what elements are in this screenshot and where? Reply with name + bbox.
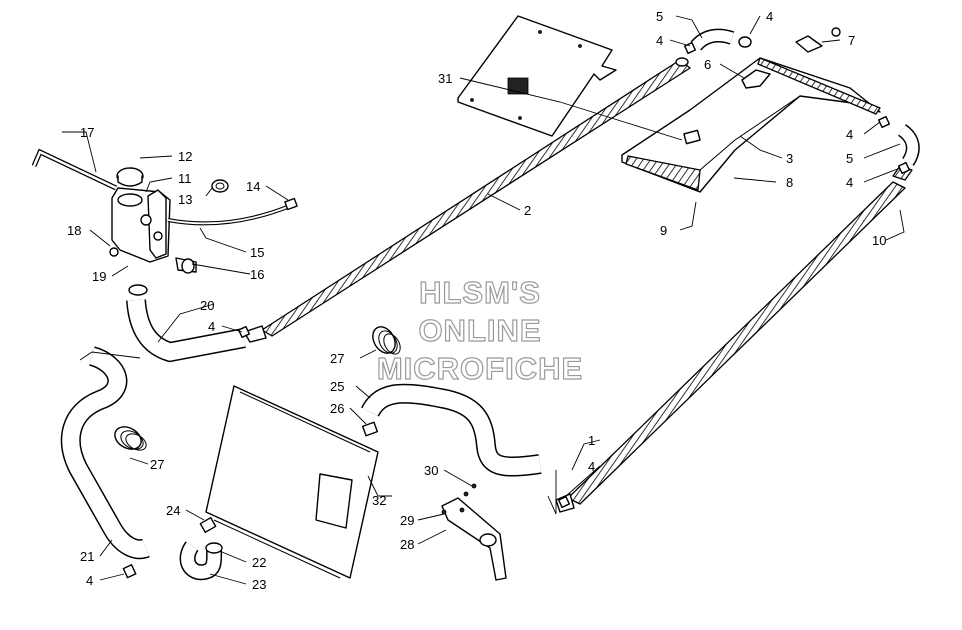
callout-6: 6 xyxy=(704,57,711,72)
callout-25: 25 xyxy=(330,379,344,394)
callout-13: 13 xyxy=(178,192,192,207)
callout-19: 19 xyxy=(92,269,106,284)
hose-23 xyxy=(179,541,223,581)
rear-heat-exchanger-3 xyxy=(621,57,881,193)
callout-18: 18 xyxy=(67,223,81,238)
callout-32: 32 xyxy=(372,493,386,508)
callout-23: 23 xyxy=(252,577,266,592)
coolant-bottle-11 xyxy=(111,187,197,274)
callout-29: 29 xyxy=(400,513,414,528)
callout-3: 3 xyxy=(786,151,793,166)
hose-5-right xyxy=(897,124,920,166)
callout-22: 22 xyxy=(252,555,266,570)
watermark-line-2: ONLINE xyxy=(418,313,541,348)
hose-20 xyxy=(126,284,246,363)
callout-12: 12 xyxy=(178,149,192,164)
callout-26: 26 xyxy=(330,401,344,416)
callout-4-top-right: 4 xyxy=(766,9,773,24)
filler-cap-12 xyxy=(116,167,144,187)
heat-exchanger-1 xyxy=(555,181,906,513)
watermark-line-1: HLSM'S xyxy=(419,275,541,310)
callout-1: 1 xyxy=(588,433,595,448)
callout-15: 15 xyxy=(250,245,264,260)
callout-4-left-hx: 4 xyxy=(208,319,215,334)
callout-28: 28 xyxy=(400,537,414,552)
spring-clamp-27-lower xyxy=(114,426,147,451)
spring-clamp-27-upper xyxy=(372,326,401,355)
callout-4-right-upper: 4 xyxy=(846,127,853,142)
callout-30: 30 xyxy=(424,463,438,478)
overflow-hose-17 xyxy=(31,148,118,191)
callout-27-lower: 27 xyxy=(150,457,164,472)
vent-hose-15 xyxy=(167,197,298,226)
callout-9: 9 xyxy=(660,223,667,238)
watermark-line-3: MICROFICHE xyxy=(377,351,583,386)
leader-lines xyxy=(62,15,905,585)
fittings xyxy=(109,27,911,579)
callout-21: 21 xyxy=(80,549,94,564)
plate-31 xyxy=(457,15,617,137)
heat-exchanger-2 xyxy=(243,57,691,343)
callout-2: 2 xyxy=(524,203,531,218)
hose-25 xyxy=(361,383,542,477)
callout-4-bottom: 4 xyxy=(86,573,93,588)
watermark: HLSM'S ONLINE MICROFICHE xyxy=(376,274,583,386)
callout-17: 17 xyxy=(80,125,94,140)
bracket-28 xyxy=(441,497,507,581)
callout-4-top-left: 4 xyxy=(656,33,663,48)
callout-8: 8 xyxy=(786,175,793,190)
callout-31: 31 xyxy=(438,71,452,86)
callouts: 17 12 11 13 14 15 16 18 19 20 4 2 31 5 4… xyxy=(67,9,886,592)
callout-14: 14 xyxy=(246,179,260,194)
hose-21 xyxy=(60,346,150,560)
hose-5-top xyxy=(690,28,735,51)
callout-20: 20 xyxy=(200,298,214,313)
callout-24: 24 xyxy=(166,503,180,518)
callout-16: 16 xyxy=(250,267,264,282)
callout-11: 11 xyxy=(178,171,192,186)
callout-4-lower-hx: 4 xyxy=(588,459,595,474)
callout-10: 10 xyxy=(872,233,886,248)
callout-27-upper: 27 xyxy=(330,351,344,366)
clamp-13 xyxy=(211,179,229,193)
callout-4-right-lower: 4 xyxy=(846,175,853,190)
callout-5-right: 5 xyxy=(846,151,853,166)
heat-exchanger-32 xyxy=(205,385,379,579)
callout-7: 7 xyxy=(848,33,855,48)
callout-5-top: 5 xyxy=(656,9,663,24)
